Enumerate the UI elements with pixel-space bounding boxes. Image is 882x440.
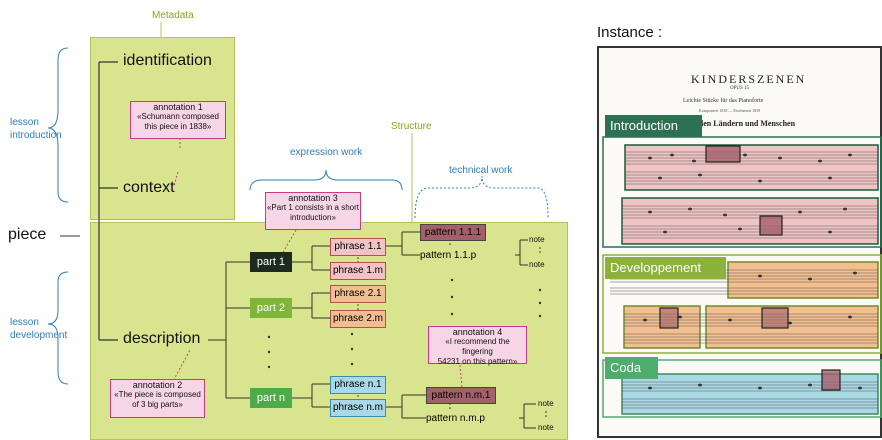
annotation-4-line-2: 54231 on this pattern» — [437, 357, 518, 366]
annotation-1: annotation 1 «Schumann composed this pie… — [130, 101, 226, 139]
section-coda-label: Coda — [605, 357, 658, 379]
lesson-introduction-label-2: introduction — [10, 130, 62, 141]
context-label: context — [123, 179, 175, 196]
note-label: note — [538, 423, 554, 432]
description-label: description — [123, 330, 201, 347]
annotation-1-title: annotation 1 — [153, 102, 203, 112]
annotation-3: annotation 3 «Part 1 consists in a short… — [265, 192, 361, 230]
score-title: KINDERSZENEN — [691, 72, 807, 86]
score-composed: Komponiert 1838 — Erschienen 1839 — [699, 108, 761, 113]
note-label: note — [538, 399, 554, 408]
expression-work-label: expression work — [290, 147, 363, 158]
note-label: note — [529, 260, 545, 269]
score-piece-title: Von fremden Ländern und Menschen — [667, 119, 796, 128]
annotation-3-title: annotation 3 — [288, 193, 338, 203]
lesson-introduction-label-1: lesson — [10, 117, 39, 128]
technical-work-label: technical work — [449, 165, 513, 176]
annotation-4: annotation 4 «I recommend the fingering … — [428, 326, 527, 366]
annotation-3-line-1: «Part 1 consists in a short — [266, 203, 360, 212]
part-1-box: part 1 — [250, 252, 292, 272]
annotation-1-line-2: this piece in 1838» — [144, 122, 212, 131]
section-developpement-label: Developpement — [605, 257, 726, 279]
annotation-2-line-2: of 3 big parts» — [132, 400, 183, 409]
identification-label: identification — [123, 52, 212, 69]
phrase-n-1-box: phrase n.1 — [330, 376, 386, 394]
instance-title: Instance : — [597, 24, 663, 41]
phrase-2-1-box: phrase 2.1 — [330, 285, 386, 303]
structure-title: Structure — [391, 121, 432, 132]
annotation-4-line-1: «I recommend the fingering — [445, 337, 510, 356]
phrase-n-m-box: phrase n.m — [330, 399, 386, 417]
lesson-development-label-1: lesson — [10, 317, 39, 328]
phrase-1-m-box: phrase 1.m — [330, 262, 386, 280]
lesson-development-label-2: development — [10, 330, 68, 341]
piece-label: piece — [8, 226, 47, 243]
pattern-1-1-1-box: pattern 1.1.1 — [420, 224, 486, 241]
annotation-1-line-1: «Schumann composed — [137, 112, 219, 121]
pattern-n-m-1-box: pattern n.m.1 — [426, 387, 496, 404]
part-2-box: part 2 — [250, 298, 292, 318]
metadata-title: Metadata — [152, 10, 194, 21]
pattern-1-1-p-label: pattern 1.1.p — [420, 250, 477, 261]
pattern-n-m-p-label: pattern n.m.p — [426, 413, 485, 424]
annotation-4-title: annotation 4 — [452, 327, 503, 337]
annotation-2: annotation 2 «The piece is composed of 3… — [110, 379, 205, 418]
score-opus: OPUS 15 — [730, 86, 750, 91]
note-label: note — [529, 235, 545, 244]
annotation-2-title: annotation 2 — [132, 380, 183, 390]
phrase-1-1-box: phrase 1.1 — [330, 238, 386, 256]
section-introduction-label: Introduction — [605, 115, 702, 137]
score-subtitle: Leichte Stücke für das Pianoforte — [683, 98, 764, 104]
phrase-2-m-box: phrase 2.m — [330, 310, 386, 328]
part-n-box: part n — [250, 388, 292, 408]
annotation-2-line-1: «The piece is composed — [114, 390, 201, 399]
annotation-3-line-2: introduction» — [290, 213, 336, 222]
